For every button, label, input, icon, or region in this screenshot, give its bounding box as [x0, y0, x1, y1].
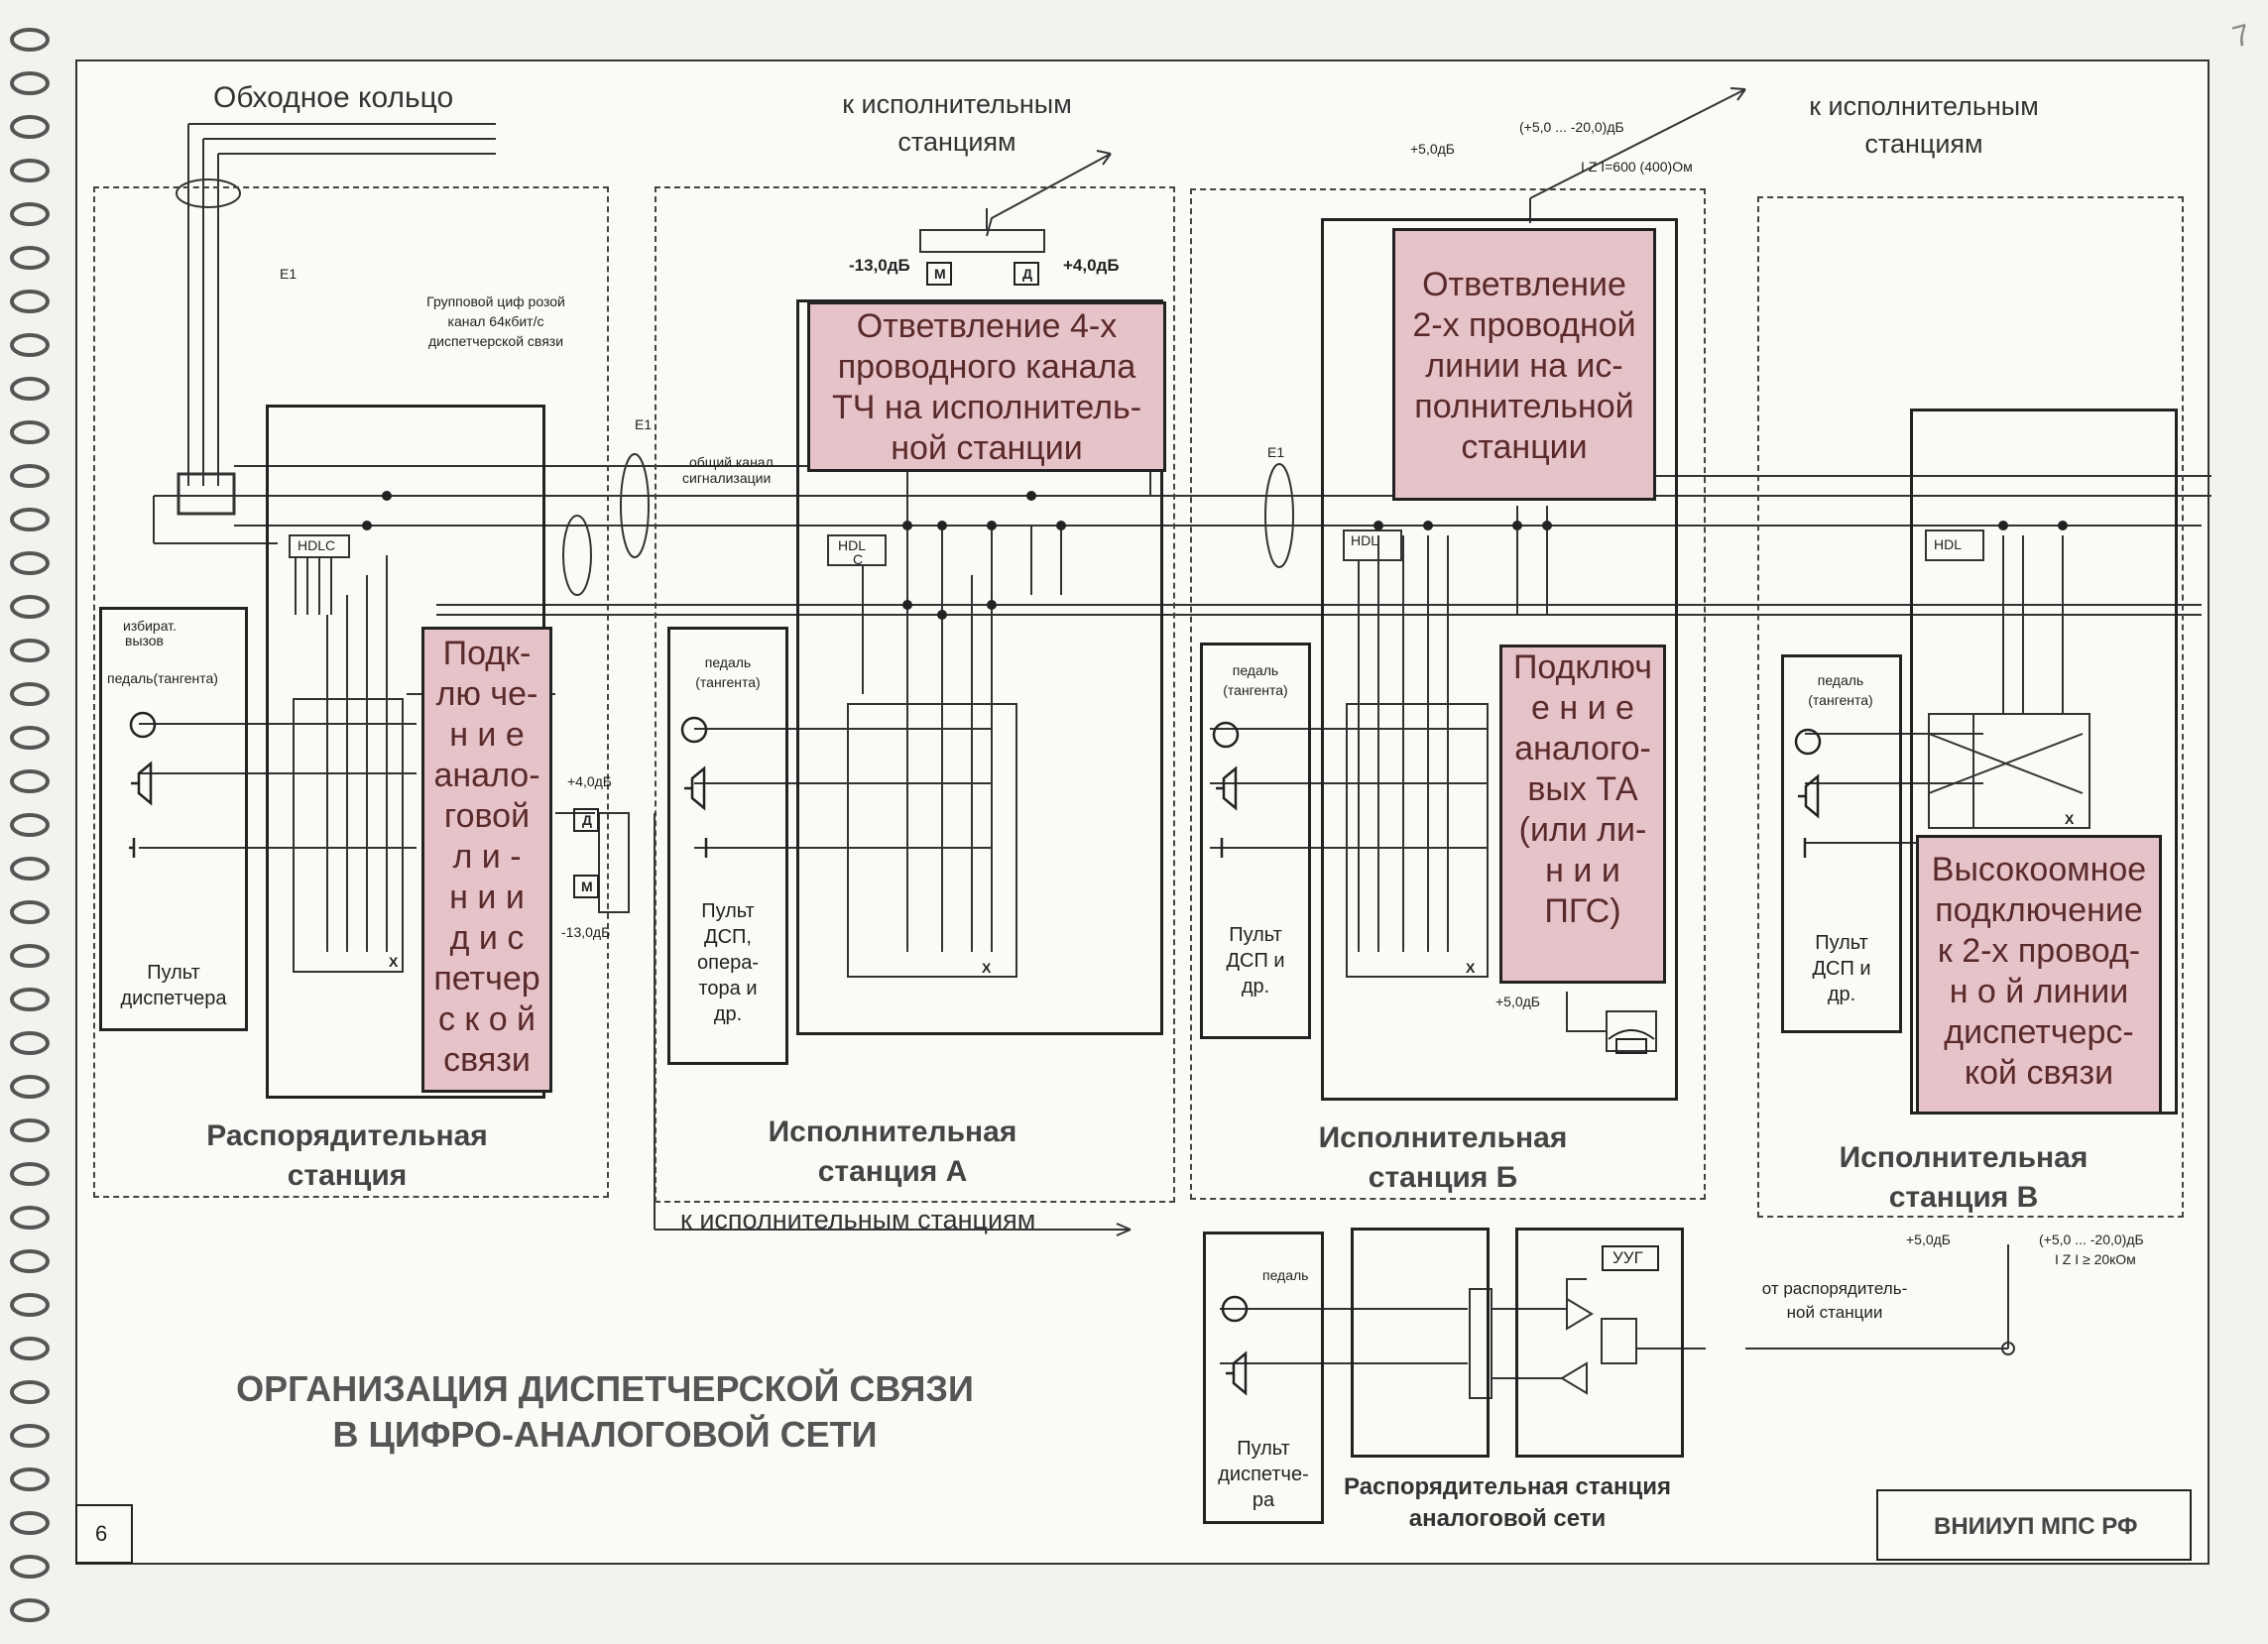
dispatch-analog-caption: Распорядительная станция аналоговой сети [1344, 1473, 1671, 1532]
level-p4-a: +4,0дБ [1063, 256, 1120, 275]
x-mark-v: X [2065, 811, 2075, 827]
pink-branch-4wire: Ответвление 4-х проводного канала ТЧ на … [807, 301, 1166, 472]
microphone-icon [1212, 721, 1240, 749]
hdlc-label: HDLC [298, 537, 336, 553]
exec-station-b-region [1190, 188, 1706, 1200]
level-m13-left: -13,0дБ [561, 924, 611, 940]
exec-station-v-region [1757, 196, 2184, 1218]
pink-analog-ta: Подключ е н и е аналого- вых ТА (или ли-… [1499, 645, 1666, 984]
level-range-v: (+5,0 ... -20,0)дБ [2039, 1232, 2144, 1247]
footer-org: ВНИИУП МПС РФ [1934, 1513, 2138, 1540]
meter-m-a: М [926, 262, 952, 286]
meter-d-a: Д [1014, 262, 1039, 286]
group-channel-1: Групповой циф розой [426, 294, 565, 309]
exec-station-a-region [655, 186, 1175, 1203]
level-range-top: (+5,0 ... -20,0)дБ [1519, 119, 1624, 135]
x-mark-dispatch: X [389, 954, 399, 970]
to-exec-label-1a: к исполнительным [842, 89, 1072, 119]
exec-b-caption: Исполнительная станция Б [1318, 1121, 1568, 1194]
common-channel-2: сигнализации [682, 470, 772, 486]
console-a-label: Пульт ДСП, опера- тора и др. [697, 900, 759, 1025]
impedance-top: I Z I=600 (400)Ом [1581, 159, 1693, 175]
console-v-label: Пульт ДСП и др. [1812, 932, 1871, 1005]
exec-a-station-box [796, 299, 1163, 1035]
bypass-ring-label: Обходное кольцо [213, 81, 454, 114]
from-dispatch-1: от распорядитель- [1761, 1279, 1908, 1298]
exec-b-station-box [1321, 218, 1678, 1101]
console-b-box [1200, 643, 1311, 1039]
from-dispatch-2: ной станции [1786, 1303, 1883, 1322]
dispatch-station-region [93, 186, 609, 1198]
hdlc-a-label-1: HDL [838, 537, 867, 553]
pedal-a-1: педаль [704, 654, 752, 670]
common-channel-1: общий канал [689, 454, 774, 470]
console-a-box [667, 627, 788, 1065]
exec-v-caption: Исполнительная станция В [1839, 1141, 2089, 1214]
to-exec-label-1b: станциям [897, 127, 1016, 157]
to-exec-label-2a: к исполнительным [1809, 91, 2039, 121]
console-bottom-box [1203, 1232, 1324, 1524]
console-b-label: Пульт ДСП и др. [1226, 924, 1285, 998]
to-exec-label-2b: станциям [1864, 129, 1983, 159]
footer-org-box [1876, 1489, 2192, 1561]
x-mark-b: X [1466, 960, 1476, 976]
e1-label-a: E1 [280, 266, 298, 282]
pink-branch-2wire: Ответвление 2-х проводной линии на ис- п… [1392, 228, 1656, 501]
e1-label-c: E1 [1267, 444, 1285, 460]
console-v-box [1781, 654, 1902, 1033]
pedal-v-2: (тангента) [1808, 692, 1873, 708]
speaker-icon [1226, 1350, 1248, 1396]
x-mark-a: X [982, 960, 992, 976]
uug-box: УУГ [1602, 1245, 1659, 1271]
speaker-icon [1798, 773, 1820, 819]
level-p5-top: +5,0дБ [1410, 141, 1455, 157]
hdlc-v-label: HDL [1934, 536, 1963, 552]
pink-analog-dispatch-line: Подк- лю че- н и е анало- говой л и - н … [421, 627, 552, 1093]
analog-dispatch-box [1351, 1228, 1490, 1458]
level-m13-a: -13,0дБ [849, 256, 910, 275]
spiral-binding [10, 28, 50, 1622]
diagram-title: ОРГАНИЗАЦИЯ ДИСПЕТЧЕРСКОЙ СВЯЗИ В ЦИФРО-… [236, 1368, 974, 1455]
pedal-v-1: педаль [1817, 672, 1864, 688]
speaker-icon [1216, 765, 1238, 811]
dispatcher-console-label: Пульт диспетчера [120, 962, 227, 1009]
microphone-icon [680, 716, 708, 744]
hdlc-b-label: HDL [1351, 532, 1379, 548]
page-number: 6 [95, 1521, 108, 1546]
group-channel-2: канал 64кбит/с [447, 313, 544, 329]
speaker-icon [131, 761, 153, 806]
microphone-icon [1221, 1295, 1249, 1323]
group-channel-3: диспетчерской связи [427, 333, 564, 349]
microphone-icon [1794, 728, 1822, 756]
level-p5-v: +5,0дБ [1906, 1232, 1951, 1247]
level-p5-b: +5,0дБ [1495, 994, 1540, 1009]
speaker-icon [684, 765, 706, 811]
meter-m-left: М [573, 875, 599, 898]
console-bottom-label: Пульт диспетче- ра [1218, 1438, 1309, 1511]
pedal-a-2: (тангента) [695, 674, 761, 690]
pedal-bottom: педаль [1262, 1267, 1309, 1283]
pedal-tangent-label: педаль(тангента) [107, 670, 218, 686]
pedal-b-2: (тангента) [1223, 682, 1288, 698]
pedal-b-1: педаль [1232, 662, 1279, 678]
page-number-box [75, 1504, 133, 1564]
level-p4-left: +4,0дБ [567, 773, 612, 789]
pink-high-impedance: Высокоомное подключение к 2-х провод- н … [1916, 835, 2162, 1115]
hdlc-a-label-2: C [853, 551, 864, 567]
dispatcher-console-box [99, 607, 248, 1031]
telephone-icon [1608, 1029, 1655, 1054]
impedance-v: I Z I ≥ 20кОм [2055, 1251, 2136, 1267]
analog-amplifier-box [1515, 1228, 1684, 1458]
dispatch-station-caption: Распорядительная станция [206, 1119, 488, 1192]
to-exec-bottom-label: к исполнительным станциям [680, 1205, 1036, 1234]
dialing-2: вызов [125, 633, 164, 648]
dialing-1: избират. [123, 618, 177, 634]
exec-a-caption: Исполнительная станция А [768, 1116, 1017, 1188]
e1-label-b: E1 [635, 416, 653, 432]
microphone-icon [129, 711, 157, 739]
meter-d-left: Д [573, 808, 599, 832]
